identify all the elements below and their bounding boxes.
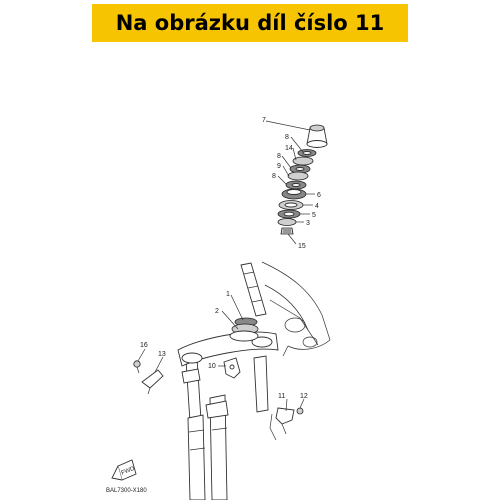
under-bracket	[177, 331, 279, 367]
fork-tube-right	[205, 355, 269, 500]
steering-stem	[240, 262, 267, 317]
callout-11: 15	[298, 243, 306, 250]
callout-10: 14	[285, 145, 293, 152]
callout-4: 4	[315, 203, 319, 210]
callout-7: 7	[262, 117, 266, 124]
callout-5: 5	[312, 212, 316, 219]
callout-3: 3	[306, 220, 310, 227]
upper-stack	[277, 124, 328, 235]
leader-lines	[137, 120, 315, 412]
page-title: Na obrázku díl číslo 11	[115, 11, 385, 35]
frame-outline	[261, 261, 331, 357]
callout-12: 10	[208, 363, 216, 370]
callout-16: 16	[140, 342, 148, 349]
callout-8-top: 8	[285, 134, 289, 141]
callout-15: 13	[158, 351, 166, 358]
headlight-bracket	[223, 357, 241, 379]
callout-6: 6	[317, 192, 321, 199]
callout-8-mid: 8	[277, 153, 281, 160]
fwd-arrow-icon: FWD	[111, 459, 137, 481]
fork-tube-left	[181, 357, 206, 500]
diagram-code: BAL7300-X180	[106, 488, 147, 494]
callout-2: 2	[215, 308, 219, 315]
bolt-14	[296, 407, 304, 415]
bolt-16	[133, 360, 141, 374]
callout-14: 12	[300, 393, 308, 400]
header-banner: Na obrázku díl číslo 11	[92, 4, 408, 42]
lower-bearing-assembly	[229, 317, 259, 342]
callout-9: 9	[277, 163, 281, 170]
callout-8-low: 8	[272, 173, 276, 180]
fwd-label: FWD	[121, 466, 137, 477]
hose-guide-bracket	[141, 369, 164, 395]
callout-1: 1	[226, 291, 230, 298]
part-callouts: 7 8 14 8 9 8 6 4 5 3 15 1 2 10 13 16 11 …	[140, 117, 321, 400]
callout-13: 11	[278, 393, 285, 400]
brake-hose-clamp	[269, 407, 295, 441]
